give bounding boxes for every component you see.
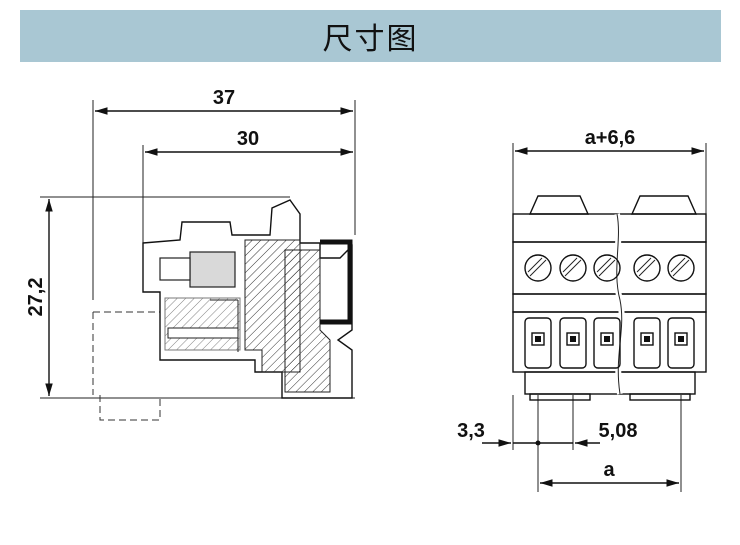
wire-entries [524, 317, 695, 369]
dim-5-08: 5,08 [575, 420, 638, 447]
screw-row [524, 254, 695, 282]
dim-27-2-label: 27,2 [25, 278, 47, 317]
dim-30-label: 30 [237, 128, 259, 150]
dim-a-plus-6-6: a+6,6 [515, 127, 704, 155]
front-view: a+6,6 3,3 5,08 a [457, 127, 707, 492]
dim-a: a [540, 459, 679, 487]
dim-5-08-label: 5,08 [599, 420, 638, 442]
dim-30: 30 [145, 128, 353, 156]
dim-3-3: 3,3 [457, 420, 573, 447]
side-view: 37 30 27,2 [25, 87, 356, 421]
dim-37: 37 [95, 87, 353, 115]
page-title: 尺寸图 [322, 22, 419, 57]
dim-27-2: 27,2 [25, 199, 53, 396]
dim-3-3-label: 3,3 [457, 420, 485, 442]
title-bar: 尺寸图 [20, 10, 721, 62]
dim-a-label: a [603, 459, 615, 481]
dim-37-label: 37 [213, 87, 235, 109]
dim-a-plus-6-6-label: a+6,6 [585, 127, 636, 149]
